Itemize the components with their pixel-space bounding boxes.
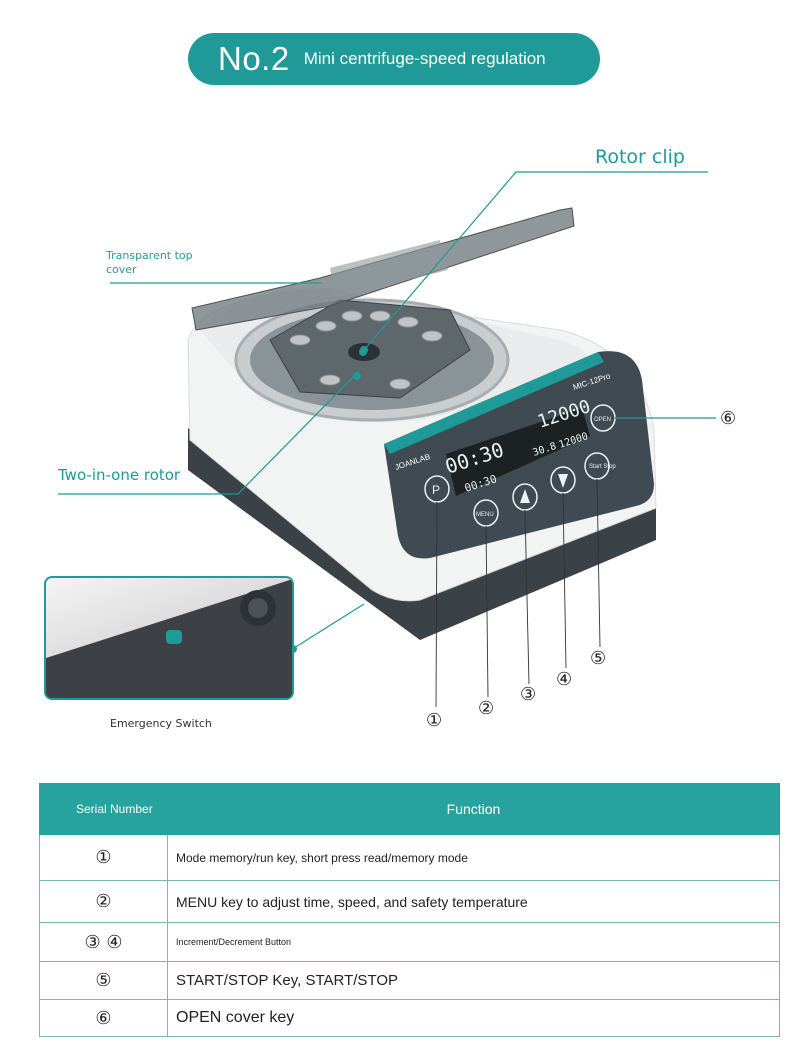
callout-rotor-clip: Rotor clip <box>595 146 685 168</box>
menu-key-label: MENU <box>476 512 494 518</box>
device-base <box>188 428 656 640</box>
section-title: Mini centrifuge-speed regulation <box>303 49 546 68</box>
rotor-clip-leader <box>363 171 708 351</box>
row-serial: ⑤ <box>39 961 168 1000</box>
start-stop-key-label: Start Stop <box>589 464 616 470</box>
emergency-switch-inset <box>44 576 294 700</box>
marker-6: ⑥ <box>720 408 737 429</box>
table-row: ① Mode memory/run key, short press read/… <box>39 834 780 881</box>
callout-emergency-switch: Emergency Switch <box>110 717 212 730</box>
marker-2: ② <box>478 698 495 719</box>
table-row: ② MENU key to adjust time, speed, and sa… <box>39 880 780 923</box>
marker-4: ④ <box>556 669 573 690</box>
p-key-label: P <box>432 483 440 497</box>
centrifuge-illustration: 00:30 00:30 12000 30.8 12000 JOANLAB MIC… <box>58 171 716 708</box>
down-arrow-icon <box>558 474 568 488</box>
row-function: START/STOP Key, START/STOP <box>167 961 780 1000</box>
function-table: Serial Number Function ① Mode memory/run… <box>39 783 780 1037</box>
table-header-row: Serial Number Function <box>39 783 780 835</box>
row-function: OPEN cover key <box>167 999 780 1037</box>
title-banner: No.2 Mini centrifuge-speed regulation <box>188 33 600 85</box>
rotor-leader <box>58 373 357 495</box>
open-key-label: OPEN <box>594 417 611 423</box>
table-row: ③ ④ Increment/Decrement Button <box>39 922 780 962</box>
header-function: Function <box>167 783 780 835</box>
marker-1: ① <box>426 710 443 731</box>
callout-top-cover: Transparent top cover <box>106 249 193 276</box>
row-function: Increment/Decrement Button <box>167 922 780 962</box>
row-serial: ① <box>39 834 168 881</box>
marker-5: ⑤ <box>590 648 607 669</box>
row-serial: ② <box>39 880 168 923</box>
lcd-display <box>446 408 590 496</box>
table-row: ⑤ START/STOP Key, START/STOP <box>39 961 780 1000</box>
emergency-switch-button <box>166 630 182 644</box>
table-row: ⑥ OPEN cover key <box>39 999 780 1037</box>
section-number: No.2 <box>218 40 290 77</box>
row-function: Mode memory/run key, short press read/me… <box>167 834 780 881</box>
row-serial: ③ ④ <box>39 922 168 962</box>
header-serial-number: Serial Number <box>39 783 168 835</box>
row-serial: ⑥ <box>39 999 168 1037</box>
row-function: MENU key to adjust time, speed, and safe… <box>167 880 780 923</box>
up-arrow-icon <box>520 489 530 503</box>
emergency-leader <box>293 603 365 649</box>
callout-two-in-one-rotor: Two-in-one rotor <box>58 466 181 484</box>
marker-3: ③ <box>520 684 537 705</box>
